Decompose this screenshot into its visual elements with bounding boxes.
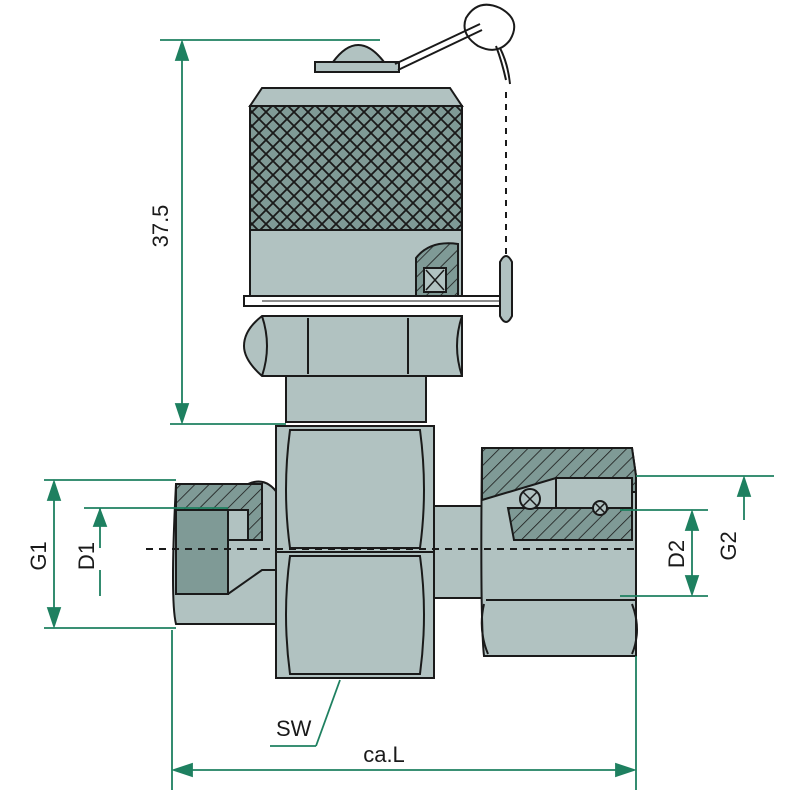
height-label: 37.5 [148, 205, 173, 248]
dimension-lines [44, 39, 774, 790]
upper-hex-nut [242, 315, 463, 377]
central-hex-body [275, 425, 435, 679]
d1-label: D1 [74, 542, 99, 570]
neck [285, 375, 427, 423]
dust-cap [243, 44, 507, 307]
cap-lever [314, 61, 400, 73]
right-connector [433, 447, 638, 657]
sw-label: SW [276, 716, 312, 741]
cap-knurl [249, 105, 463, 231]
retaining-chain [394, 3, 516, 323]
g2-label: G2 [716, 531, 741, 560]
length-label: ca.L [363, 742, 405, 767]
cap-knob [331, 44, 387, 63]
left-spigot [172, 480, 279, 625]
d2-label: D2 [664, 540, 689, 568]
g1-label: G1 [26, 541, 51, 570]
